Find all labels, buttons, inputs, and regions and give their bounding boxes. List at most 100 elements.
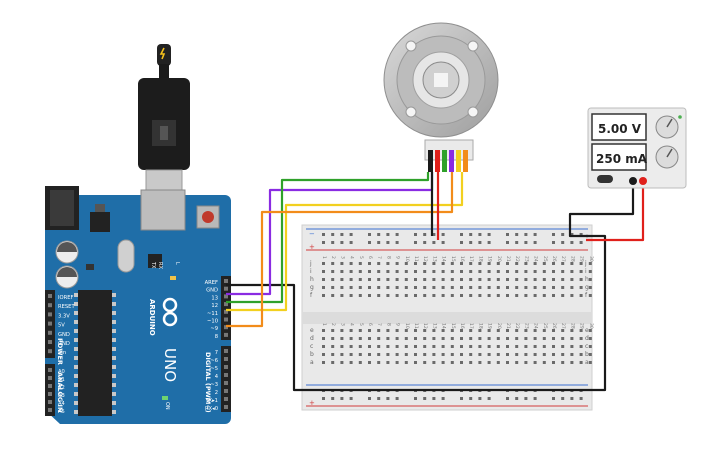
- rail-hole[interactable]: [561, 241, 565, 244]
- breadboard-hole[interactable]: [377, 337, 381, 340]
- breadboard-hole[interactable]: [524, 329, 528, 332]
- rail-hole[interactable]: [386, 241, 390, 244]
- analog-header[interactable]: [45, 364, 55, 416]
- breadboard-hole[interactable]: [423, 278, 427, 281]
- breadboard-hole[interactable]: [460, 329, 463, 332]
- breadboard-hole[interactable]: [478, 345, 482, 348]
- header-hole[interactable]: [48, 303, 52, 308]
- breadboard-hole[interactable]: [588, 329, 592, 332]
- breadboard-hole[interactable]: [570, 262, 574, 265]
- breadboard-hole[interactable]: [368, 278, 371, 281]
- breadboard-hole[interactable]: [515, 286, 519, 289]
- rail-hole[interactable]: [441, 233, 445, 236]
- breadboard-hole[interactable]: [561, 278, 565, 281]
- rail-hole[interactable]: [533, 397, 537, 400]
- breadboard-hole[interactable]: [570, 337, 574, 340]
- header-hole[interactable]: [48, 392, 52, 396]
- header-hole[interactable]: [224, 325, 228, 330]
- rail-hole[interactable]: [340, 233, 344, 236]
- breadboard-hole[interactable]: [515, 294, 519, 297]
- breadboard-hole[interactable]: [460, 345, 463, 348]
- rail-hole[interactable]: [322, 233, 325, 236]
- breadboard-hole[interactable]: [478, 361, 482, 364]
- breadboard-hole[interactable]: [432, 337, 436, 340]
- rail-hole[interactable]: [460, 233, 463, 236]
- breadboard-hole[interactable]: [432, 278, 436, 281]
- rail-hole[interactable]: [515, 397, 519, 400]
- breadboard-hole[interactable]: [358, 294, 362, 297]
- breadboard-hole[interactable]: [506, 294, 509, 297]
- breadboard-hole[interactable]: [368, 345, 371, 348]
- breadboard-hole[interactable]: [487, 294, 491, 297]
- breadboard-hole[interactable]: [450, 329, 454, 332]
- breadboard-hole[interactable]: [524, 353, 528, 356]
- breadboard-hole[interactable]: [496, 278, 500, 281]
- breadboard-hole[interactable]: [377, 361, 381, 364]
- breadboard-hole[interactable]: [432, 286, 436, 289]
- rail-hole[interactable]: [515, 233, 519, 236]
- rail-hole[interactable]: [414, 241, 417, 244]
- breadboard-hole[interactable]: [570, 286, 574, 289]
- breadboard-hole[interactable]: [414, 286, 417, 289]
- breadboard-hole[interactable]: [460, 270, 463, 273]
- breadboard-hole[interactable]: [469, 262, 473, 265]
- header-hole[interactable]: [48, 384, 52, 388]
- breadboard-hole[interactable]: [487, 345, 491, 348]
- breadboard-hole[interactable]: [395, 329, 399, 332]
- digital-header-top[interactable]: [221, 276, 231, 340]
- rail-hole[interactable]: [487, 397, 491, 400]
- breadboard-hole[interactable]: [414, 353, 417, 356]
- breadboard-hole[interactable]: [340, 345, 344, 348]
- rail-hole[interactable]: [414, 397, 417, 400]
- breadboard-hole[interactable]: [524, 361, 528, 364]
- breadboard-hole[interactable]: [570, 270, 574, 273]
- breadboard-hole[interactable]: [349, 286, 353, 289]
- breadboard-hole[interactable]: [552, 353, 555, 356]
- breadboard-hole[interactable]: [358, 278, 362, 281]
- rail-hole[interactable]: [524, 233, 528, 236]
- breadboard-hole[interactable]: [460, 337, 463, 340]
- rail-hole[interactable]: [377, 397, 381, 400]
- breadboard-hole[interactable]: [450, 353, 454, 356]
- breadboard-hole[interactable]: [552, 286, 555, 289]
- breadboard-hole[interactable]: [340, 353, 344, 356]
- rail-hole[interactable]: [570, 241, 574, 244]
- breadboard-hole[interactable]: [496, 337, 500, 340]
- rail-hole[interactable]: [552, 397, 555, 400]
- breadboard-hole[interactable]: [432, 361, 436, 364]
- breadboard-hole[interactable]: [331, 286, 335, 289]
- breadboard-hole[interactable]: [386, 286, 390, 289]
- header-hole[interactable]: [224, 365, 228, 369]
- wire-yellow-pin10[interactable]: [226, 172, 464, 312]
- breadboard-hole[interactable]: [423, 270, 427, 273]
- breadboard-hole[interactable]: [506, 286, 509, 289]
- breadboard-hole[interactable]: [542, 345, 546, 348]
- power-switch[interactable]: [597, 175, 613, 183]
- breadboard-hole[interactable]: [460, 294, 463, 297]
- breadboard-hole[interactable]: [450, 270, 454, 273]
- breadboard-hole[interactable]: [358, 361, 362, 364]
- rail-hole[interactable]: [395, 241, 399, 244]
- breadboard-hole[interactable]: [561, 353, 565, 356]
- rail-hole[interactable]: [460, 241, 463, 244]
- breadboard-hole[interactable]: [588, 337, 592, 340]
- header-hole[interactable]: [48, 408, 52, 412]
- breadboard-hole[interactable]: [469, 278, 473, 281]
- breadboard-hole[interactable]: [469, 361, 473, 364]
- header-hole[interactable]: [224, 294, 228, 299]
- breadboard-hole[interactable]: [579, 329, 583, 332]
- breadboard-hole[interactable]: [533, 329, 537, 332]
- breadboard-hole[interactable]: [395, 361, 399, 364]
- breadboard-hole[interactable]: [349, 329, 353, 332]
- breadboard-hole[interactable]: [487, 353, 491, 356]
- breadboard-hole[interactable]: [579, 353, 583, 356]
- rail-hole[interactable]: [432, 233, 436, 236]
- power-supply[interactable]: 5.00 V 250 mA: [587, 107, 687, 189]
- rail-hole[interactable]: [506, 233, 509, 236]
- header-hole[interactable]: [48, 321, 52, 326]
- breadboard-hole[interactable]: [395, 286, 399, 289]
- breadboard-hole[interactable]: [469, 337, 473, 340]
- breadboard-hole[interactable]: [542, 361, 546, 364]
- rail-hole[interactable]: [469, 397, 473, 400]
